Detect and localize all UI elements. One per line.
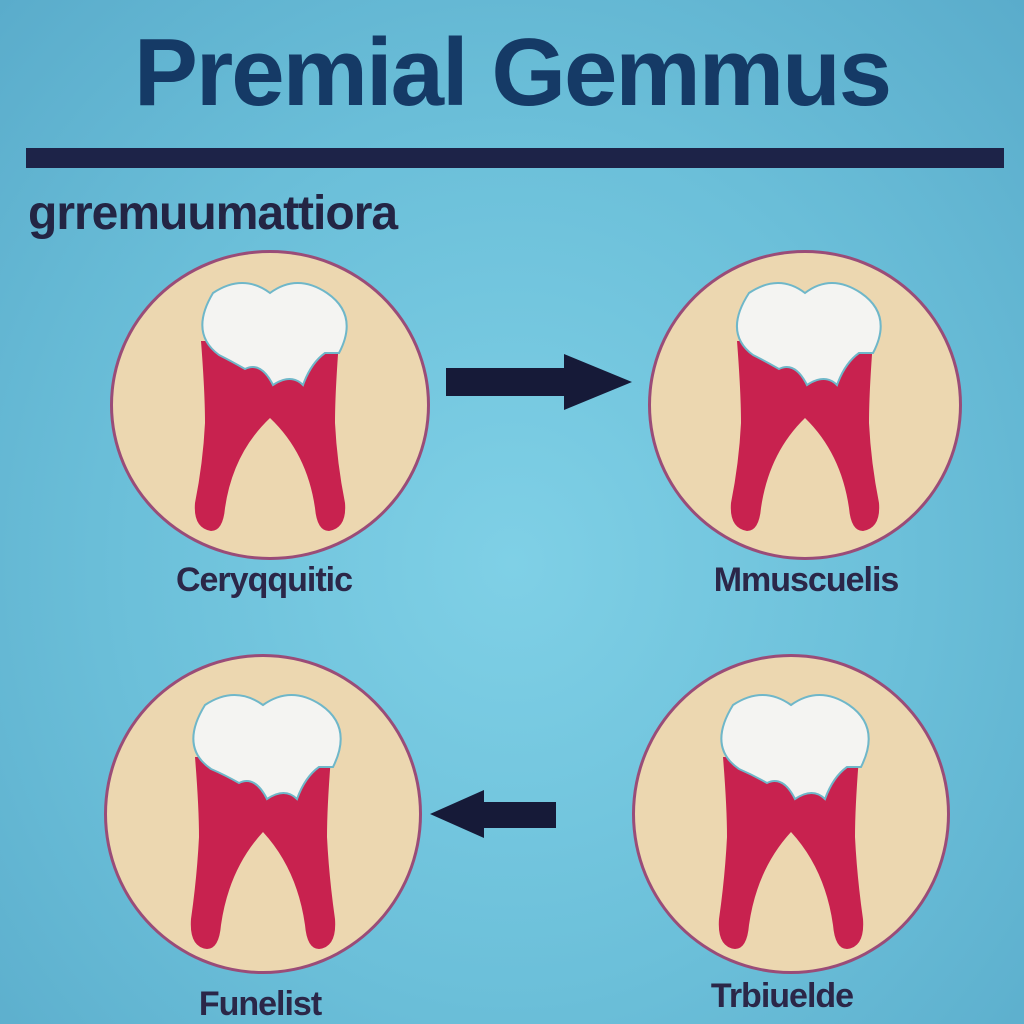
stage-label-2: Mmuscuelis xyxy=(713,561,900,599)
arrow-left-icon xyxy=(430,790,556,838)
tooth-icon xyxy=(718,694,870,949)
tooth-icon xyxy=(730,282,882,531)
page-title: Premial Gemmus xyxy=(133,19,892,126)
stage-label-3: Funelist xyxy=(198,985,322,1023)
stage-circle-4 xyxy=(632,654,950,974)
stage-label-1: Ceryqquitic xyxy=(175,561,353,599)
stage-label-4: Trbiuelde xyxy=(710,977,854,1015)
stage-circle-3 xyxy=(104,654,422,974)
stage-circle-2 xyxy=(648,250,962,560)
tooth-icon xyxy=(190,694,342,949)
section-subtitle: grremuumattiora xyxy=(28,187,398,240)
tooth-icon xyxy=(194,282,348,531)
stage-circle-1 xyxy=(110,250,430,560)
arrow-right-icon xyxy=(446,354,632,410)
title-divider xyxy=(26,148,1004,168)
